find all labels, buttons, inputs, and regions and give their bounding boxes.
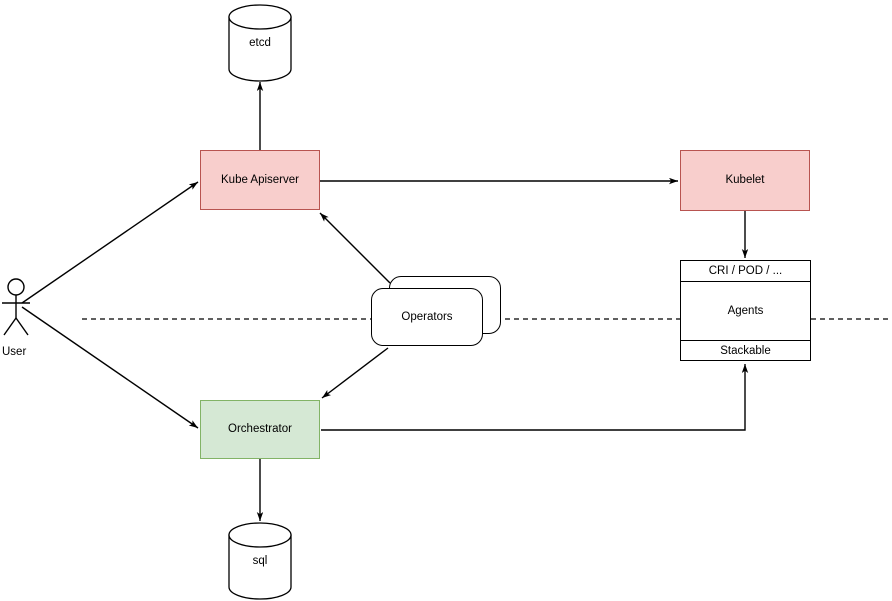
actor-user[interactable]: [0, 278, 46, 348]
edge-user-to-orchestrator: [21, 306, 199, 429]
node-agents[interactable]: CRI / POD / ... Agents Stackable: [680, 260, 811, 361]
edge-operators-to-kube-apiserver: [319, 212, 391, 284]
node-operators-label: Operators: [401, 311, 453, 323]
node-kube-apiserver-label: Kube Apiserver: [221, 173, 299, 186]
edge-operators-to-orchestrator: [321, 347, 389, 399]
node-orchestrator-label: Orchestrator: [228, 423, 292, 436]
actor-user-label: User: [2, 346, 27, 358]
datastore-sql-label: sql: [252, 555, 268, 567]
node-agents-footer-label: Stackable: [720, 344, 771, 357]
node-kubelet-label: Kubelet: [725, 174, 765, 187]
node-agents-header[interactable]: CRI / POD / ...: [681, 261, 810, 282]
node-kubelet[interactable]: Kubelet: [680, 150, 810, 211]
node-operators-card-front[interactable]: Operators: [371, 288, 483, 346]
datastore-sql[interactable]: sql: [228, 522, 292, 600]
cylinder-icon: [228, 4, 292, 82]
node-operators[interactable]: Operators: [371, 276, 503, 348]
datastore-etcd[interactable]: etcd: [228, 4, 292, 82]
edge-orchestrator-to-stackable: [321, 364, 749, 431]
datastore-etcd-label: etcd: [249, 37, 271, 49]
node-orchestrator[interactable]: Orchestrator: [200, 400, 320, 459]
user-stick-figure-icon: [2, 278, 30, 336]
edge-user-to-kube-apiserver: [21, 181, 199, 304]
cylinder-icon: [228, 522, 292, 600]
node-agents-body-label: Agents: [727, 305, 764, 317]
node-kube-apiserver[interactable]: Kube Apiserver: [200, 150, 320, 210]
node-agents-header-label: CRI / POD / ...: [708, 265, 783, 277]
node-agents-body[interactable]: Agents: [681, 282, 810, 340]
node-agents-footer[interactable]: Stackable: [681, 340, 810, 360]
